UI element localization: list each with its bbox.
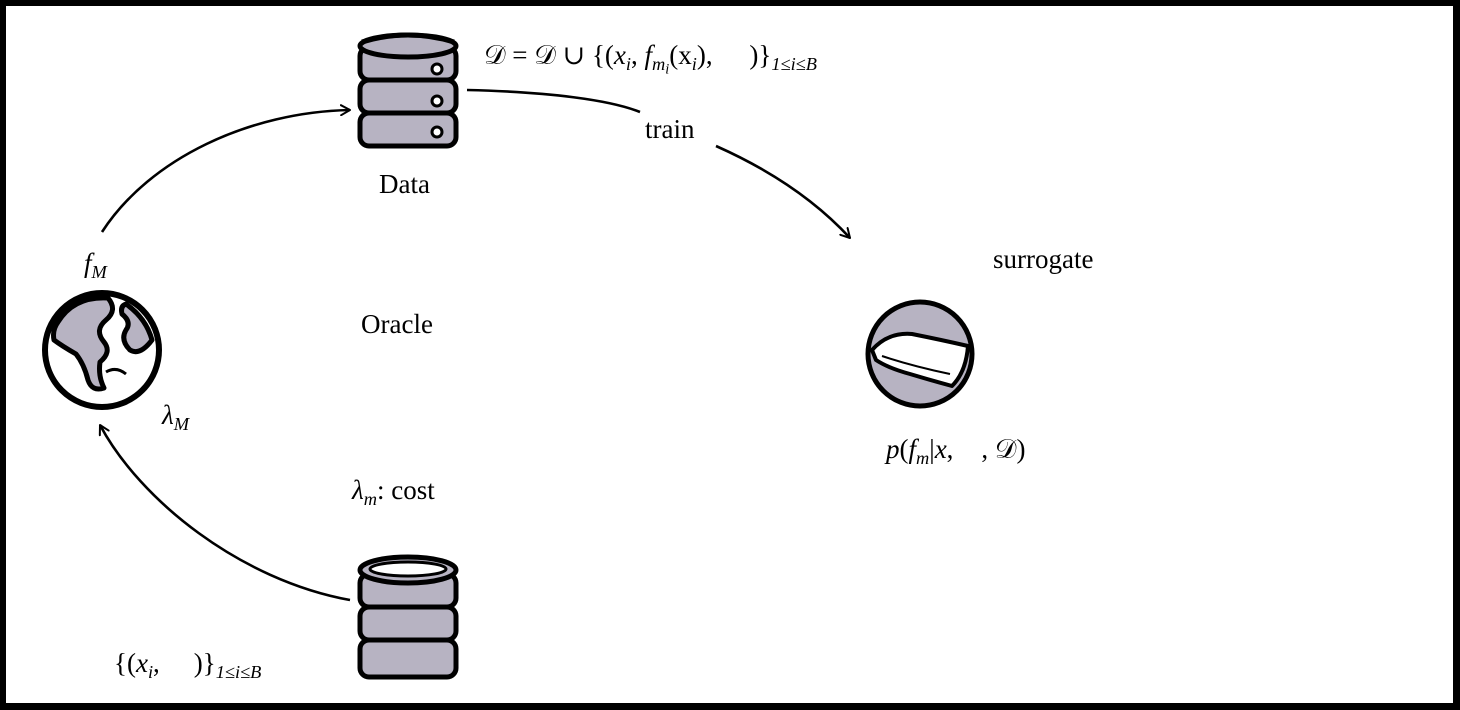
ball-icon <box>865 299 975 409</box>
oracle-label: Oracle <box>361 309 433 339</box>
posterior-label: p(fm|x,, 𝒟) <box>886 434 1026 468</box>
data-label: Data <box>379 169 430 199</box>
edge-batch-to-oracle <box>98 424 351 602</box>
train-label: train <box>645 114 695 144</box>
query-batch-label: {(xi,)}1≤i≤B <box>114 648 262 682</box>
fidelity-cost-label: λM <box>162 400 189 434</box>
database-icon <box>357 554 459 680</box>
data-update-rule: 𝒟 = 𝒟 ∪ {(xi, fmi(xi), )}1≤i≤B <box>484 40 817 78</box>
database-icon <box>357 32 459 149</box>
edge-data-to-train <box>466 88 641 114</box>
edge-train-to-surrogate <box>715 144 851 239</box>
globe-icon <box>42 290 162 410</box>
edge-oracle-to-data <box>100 104 351 233</box>
cost-label: λm: cost <box>352 475 435 509</box>
surrogate-label: surrogate <box>993 244 1094 274</box>
fidelity-output-label: fM <box>84 248 107 282</box>
